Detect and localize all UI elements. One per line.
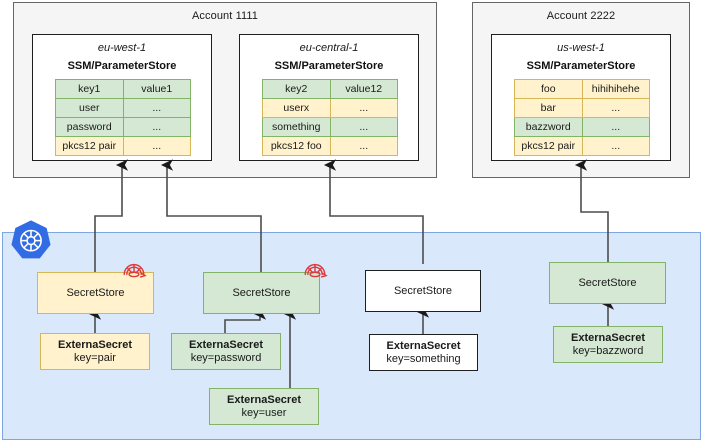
region-box-eu-central-1: eu-central-1 SSM/ParameterStore key2 val… [239, 34, 419, 161]
table-row: something ... [262, 117, 398, 137]
table-row: password ... [55, 117, 191, 137]
externalsecret-node-password[interactable]: ExternaSecret key=password [171, 333, 281, 370]
externalsecret-subtitle: key=user [241, 406, 287, 419]
externalsecret-node-user[interactable]: ExternaSecret key=user [209, 388, 319, 425]
table-row: key1 value1 [55, 79, 191, 99]
param-key: bazzword [514, 117, 583, 137]
edge-es-password-to-secretstore2 [224, 308, 267, 333]
param-value: value1 [122, 79, 191, 99]
parameter-table: key2 value12 userx ... something ... pkc… [262, 79, 398, 156]
secretstore-label: SecretStore [578, 276, 637, 289]
secretstore-node-1[interactable]: SecretStore [37, 272, 154, 314]
externalsecret-title: ExternaSecret [386, 339, 461, 352]
helm-logo-icon [123, 263, 147, 278]
secretstore-label: SecretStore [393, 284, 453, 297]
account-title: Account 2222 [546, 10, 616, 22]
externalsecret-node-bazzword[interactable]: ExternaSecret key=bazzword [553, 326, 663, 363]
param-key: pkcs12 pair [514, 136, 583, 156]
service-label: SSM/ParameterStore [67, 60, 177, 72]
table-row: pkcs12 pair ... [55, 136, 191, 156]
externalsecret-title: ExternaSecret [58, 338, 132, 351]
externalsecret-node-something[interactable]: ExternaSecret key=something [369, 334, 478, 371]
region-label: eu-central-1 [299, 42, 359, 54]
parameter-table: key1 value1 user ... password ... pkcs12… [55, 79, 191, 156]
table-row: bazzword ... [514, 117, 650, 137]
kubernetes-logo-icon [11, 220, 51, 259]
table-row: pkcs12 foo ... [262, 136, 398, 156]
externalsecret-subtitle: key=password [190, 351, 262, 364]
service-label: SSM/ParameterStore [526, 60, 636, 72]
param-value: ... [122, 136, 191, 156]
param-value: ... [581, 98, 650, 118]
param-value: ... [122, 98, 191, 118]
param-key: pkcs12 pair [55, 136, 124, 156]
param-value: hihihihehe [581, 79, 650, 99]
param-value: ... [329, 136, 398, 156]
region-box-us-west-1: us-west-1 SSM/ParameterStore foo hihihih… [491, 34, 671, 161]
region-label: us-west-1 [557, 42, 605, 54]
table-row: userx ... [262, 98, 398, 118]
externalsecret-title: ExternaSecret [571, 331, 645, 344]
externalsecret-subtitle: key=pair [74, 351, 116, 364]
region-label: eu-west-1 [97, 42, 147, 54]
service-label: SSM/ParameterStore [274, 60, 384, 72]
param-value: ... [581, 117, 650, 137]
edge-secretstore3-to-eu-central-1 [323, 159, 424, 264]
account-title: Account 1111 [191, 10, 259, 22]
param-key: key1 [55, 79, 124, 99]
secretstore-node-2[interactable]: SecretStore [203, 272, 320, 314]
edge-secretstore2-to-eu-west-1 [160, 159, 262, 297]
param-key: password [55, 117, 124, 137]
param-key: something [262, 117, 331, 137]
externalsecret-title: ExternaSecret [227, 393, 301, 406]
secretstore-node-3[interactable]: SecretStore [365, 270, 481, 312]
parameter-table: foo hihihihehe bar ... bazzword ... pkcs… [514, 79, 650, 156]
edge-secretstore4-to-us-west-1 [574, 159, 609, 262]
externalsecret-subtitle: key=something [386, 352, 461, 365]
param-key: pkcs12 foo [262, 136, 331, 156]
externalsecret-node-pair[interactable]: ExternaSecret key=pair [40, 333, 150, 370]
region-box-eu-west-1: eu-west-1 SSM/ParameterStore key1 value1… [32, 34, 212, 161]
table-row: foo hihihihehe [514, 79, 650, 99]
secretstore-label: SecretStore [66, 286, 125, 299]
param-value: ... [122, 117, 191, 137]
externalsecret-subtitle: key=bazzword [572, 344, 644, 357]
edge-secretstore1-to-eu-west-1 [94, 159, 129, 287]
externalsecret-title: ExternaSecret [189, 338, 263, 351]
param-key: foo [514, 79, 583, 99]
param-value: ... [581, 136, 650, 156]
secretstore-label: SecretStore [232, 286, 291, 299]
helm-logo-icon [304, 263, 328, 278]
param-value: ... [329, 98, 398, 118]
secretstore-node-4[interactable]: SecretStore [549, 262, 666, 304]
table-row: pkcs12 pair ... [514, 136, 650, 156]
param-value: ... [329, 117, 398, 137]
